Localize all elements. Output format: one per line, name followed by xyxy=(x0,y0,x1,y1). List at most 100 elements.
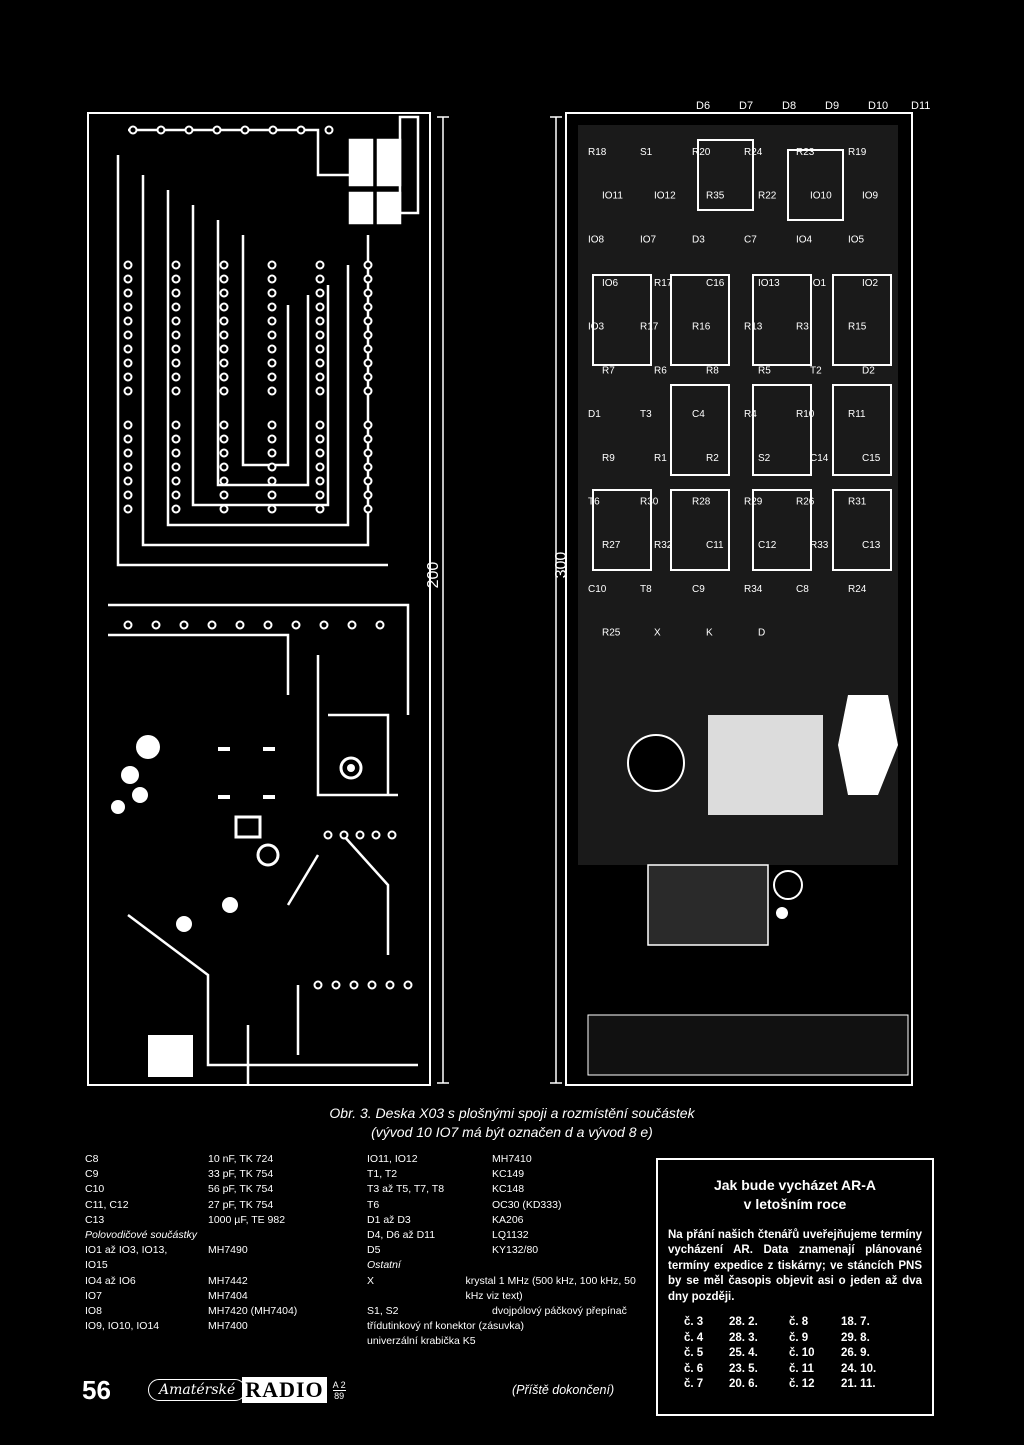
solder-pad xyxy=(171,344,181,354)
ic-outline xyxy=(592,274,652,366)
solder-pad xyxy=(267,420,277,430)
solder-pad xyxy=(363,358,373,368)
solder-pad xyxy=(315,434,325,444)
schedule-cell: 20. 6. xyxy=(729,1378,758,1391)
right-dimension-label: 300 xyxy=(553,552,570,579)
solder-pad xyxy=(171,302,181,312)
schedule-title-line-1: Jak bude vycházet AR-A xyxy=(713,1177,877,1193)
solder-pad xyxy=(363,476,373,486)
solder-pad xyxy=(171,434,181,444)
solder-pad xyxy=(315,420,325,430)
component-label: R13 xyxy=(744,322,763,333)
component-label: IO1 xyxy=(810,278,827,289)
solder-pad xyxy=(267,462,277,472)
schedule-cell: 28. 2. xyxy=(729,1316,758,1329)
solder-pad xyxy=(240,125,250,135)
component-label: X xyxy=(654,627,661,638)
solder-pad xyxy=(371,830,381,840)
solder-pad xyxy=(171,316,181,326)
part-ref: D5 xyxy=(367,1244,381,1257)
schedule-cell: 18. 7. xyxy=(841,1316,870,1329)
component-label: C9 xyxy=(692,584,705,595)
parts-row: Ostatní xyxy=(367,1258,647,1273)
solder-pad xyxy=(324,125,334,135)
ic-outline xyxy=(670,489,730,571)
ic-outline xyxy=(832,274,892,366)
transistor-t6-outline xyxy=(838,695,898,795)
solder-pad xyxy=(267,490,277,500)
part-ref: S1, S2 xyxy=(367,1305,399,1318)
solder-pad xyxy=(219,386,229,396)
solder-pad xyxy=(123,476,133,486)
solder-pad xyxy=(219,434,229,444)
part-ref: C8 xyxy=(85,1153,99,1165)
component-label: R5 xyxy=(758,365,771,376)
schedule-cell: č. 12 xyxy=(789,1378,815,1391)
solder-pad xyxy=(267,288,277,298)
part-value: MH7410 xyxy=(492,1153,532,1165)
solder-pad xyxy=(171,462,181,472)
solder-pad xyxy=(123,358,133,368)
schedule-cell: č. 11 xyxy=(789,1362,814,1375)
component-label: R31 xyxy=(848,496,867,507)
solder-pad xyxy=(291,620,301,630)
schedule-cell: 21. 11. xyxy=(841,1378,876,1391)
part-value: krystal 1 MHz (500 kHz, 100 kHz, 50 kHz … xyxy=(465,1274,636,1302)
schedule-cell: 25. 4. xyxy=(729,1347,758,1360)
schedule-cell: č. 8 xyxy=(789,1316,809,1329)
solder-pad xyxy=(355,830,365,840)
component-label: C12 xyxy=(758,540,777,551)
component-label: S1 xyxy=(640,147,653,158)
solder-pad xyxy=(219,302,229,312)
solder-pad xyxy=(363,420,373,430)
solder-pad xyxy=(123,288,133,298)
solder-pad xyxy=(267,260,277,270)
right-board: 300 xyxy=(550,112,913,1086)
component-label: R1 xyxy=(654,453,667,464)
part-value: 10 nF, TK 724 xyxy=(208,1153,274,1165)
figure-caption: Obr. 3. Deska X03 s plošnými spoji a roz… xyxy=(150,1104,874,1142)
solder-pad xyxy=(315,358,325,368)
ic-outline xyxy=(752,274,812,366)
part-value: 1000 µF, TE 982 xyxy=(208,1213,286,1226)
solder-pad xyxy=(219,490,229,500)
component-label: IO11 xyxy=(602,191,623,202)
component-label: R3 xyxy=(796,322,809,333)
schedule-cell: 28. 3. xyxy=(729,1331,758,1344)
part-ref: IO4 až IO6 xyxy=(85,1274,136,1287)
solder-pad xyxy=(267,476,277,486)
schedule-cell: č. 10 xyxy=(789,1347,815,1360)
solder-pad xyxy=(267,434,277,444)
solder-pad xyxy=(123,372,133,382)
part-ref: Polovodičové součástky xyxy=(85,1229,198,1242)
solder-pad xyxy=(387,830,397,840)
diode-label: D8 xyxy=(782,100,796,112)
solder-pad xyxy=(123,448,133,458)
component-label: R30 xyxy=(640,496,659,507)
solder-pad xyxy=(123,434,133,444)
caption-line-1: Obr. 3. Deska X03 s plošnými spoji a roz… xyxy=(329,1105,695,1121)
ic-outline xyxy=(752,384,812,476)
part-ref: D1 až D3 xyxy=(367,1213,411,1226)
solder-pad xyxy=(363,386,373,396)
solder-pad xyxy=(123,330,133,340)
solder-pad xyxy=(315,274,325,284)
component-label: R27 xyxy=(602,540,621,551)
caption-line-2: (vývod 10 IO7 má být označen d a vývod 8… xyxy=(371,1124,653,1140)
part-value: 56 pF, TK 754 xyxy=(208,1183,274,1196)
solder-pad xyxy=(219,260,229,270)
part-ref: C13 xyxy=(85,1213,105,1226)
parts-row: IO15 xyxy=(85,1258,355,1273)
component-label: R8 xyxy=(706,365,719,376)
